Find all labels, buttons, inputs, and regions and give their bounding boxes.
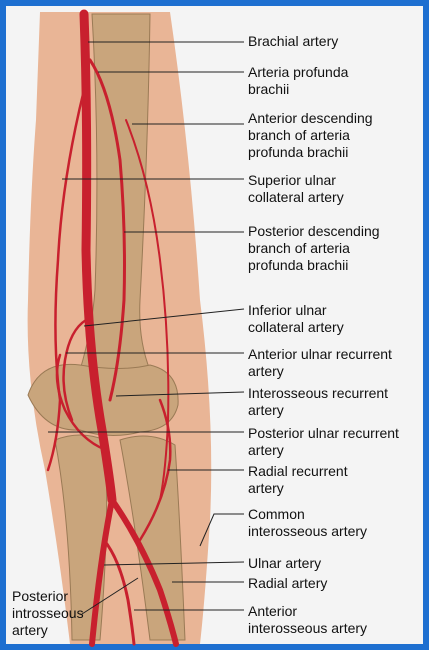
- brachial-artery-vessel: [79, 9, 117, 505]
- label-interosseous-recurrent: Interosseous recurrent artery: [248, 385, 389, 418]
- posterior-descending-vessel: [125, 119, 170, 501]
- ulnar-artery-vessel: [89, 497, 115, 647]
- label-radial-artery: Radial artery: [248, 575, 328, 591]
- inferior-ulnar-collateral-vessel: [62, 318, 88, 422]
- label-radial-recurrent: Radial recurrent artery: [248, 463, 348, 496]
- label-common-interosseous: Common interosseous artery: [248, 506, 368, 539]
- elbow-joint: [27, 363, 179, 436]
- radius-bone: [119, 435, 186, 641]
- label-anterior-descending-branch: Anterior descending branch of arteria pr…: [248, 110, 373, 160]
- ulna-bone: [54, 434, 108, 641]
- label-posterior-ulnar-recurrent: Posterior ulnar recurrent artery: [248, 425, 399, 458]
- label-inferior-ulnar-collateral: Inferior ulnar collateral artery: [248, 302, 344, 335]
- superior-ulnar-collateral-vessel: [46, 88, 86, 472]
- common-interosseous-vessel: [102, 538, 136, 646]
- label-posterior-descending-branch: Posterior descending branch of arteria p…: [248, 223, 380, 273]
- leader-lines: [48, 41, 245, 615]
- label-ulnar-artery: Ulnar artery: [248, 555, 322, 571]
- label-posterior-interosseous: Posterior introsseous artery: [12, 588, 84, 638]
- ant-ulnar-recurrent-vessel: [55, 353, 108, 452]
- radial-artery-vessel: [109, 497, 179, 647]
- artery-network: [46, 9, 179, 647]
- label-anterior-interosseous: Anterior interosseous artery: [248, 603, 368, 636]
- label-superior-ulnar-collateral: Superior ulnar collateral artery: [248, 172, 344, 205]
- radial-recurrent-vessel: [138, 398, 172, 542]
- label-anterior-ulnar-recurrent: Anterior ulnar recurrent artery: [248, 346, 392, 379]
- label-brachial-artery: Brachial artery: [248, 33, 339, 49]
- label-arteria-profunda-brachii: Arteria profunda brachii: [248, 64, 349, 97]
